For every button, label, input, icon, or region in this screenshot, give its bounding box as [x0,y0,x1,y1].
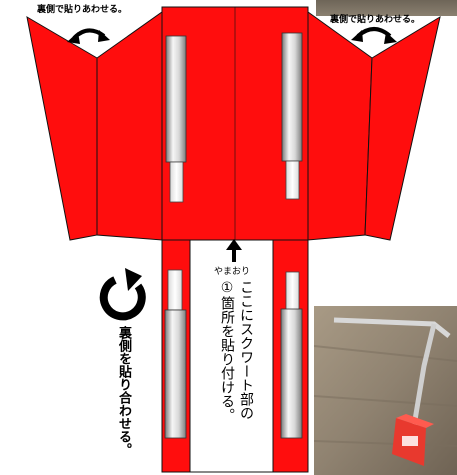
curved-double-arrow-icon [67,28,110,44]
mountain-fold-label: やまおり [214,267,251,277]
tube-bottom-right-tip [285,271,300,311]
assembly-photo [314,306,457,475]
instruction-line-2: ①箇所を貼り付ける。 [219,280,235,422]
left-inner-flap [96,11,163,241]
instruction-line-1: ここにスクワート部の [238,280,254,420]
up-arrow-icon [226,239,242,262]
right-inner-flap [307,11,373,241]
bottom-center-panel [189,239,274,473]
left-outer-flap [26,16,98,241]
glue-back-label-right: 裏側で貼りあわせる。 [330,15,421,25]
tube-bottom-left [164,309,187,439]
tube-top-right-tip [285,160,300,200]
tube-bottom-left-tip [167,269,183,311]
tube-top-right [281,32,303,162]
glue-together-vertical-label: 裏側を貼り合わせる。 [116,326,131,456]
right-outer-flap [364,15,441,241]
tube-top-left [165,35,187,163]
glue-back-label-left: 裏側で貼りあわせる。 [37,5,128,15]
photo-top-fragment [316,0,457,16]
curved-double-arrow-icon [351,27,397,44]
rotate-arrow-icon [99,268,146,321]
tube-bottom-right [280,308,303,439]
tube-top-left-tip [169,161,184,203]
